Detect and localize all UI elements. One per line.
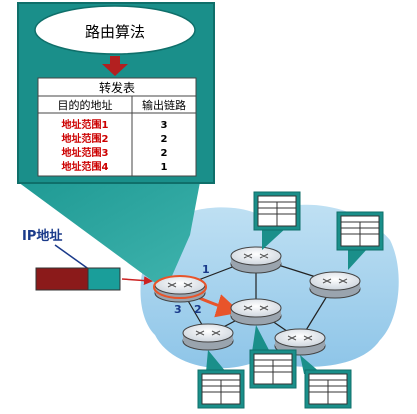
router-icon [230,298,282,326]
routing-algorithm-label: 路由算法 [85,23,145,41]
mini-table-callout [249,325,297,389]
table-row-link: 2 [161,148,168,159]
port-label: 1 [202,263,210,276]
table-callout-cone [18,182,200,285]
port-label: 3 [174,303,182,316]
port-label: 2 [194,303,202,316]
table-row-dest: 地址范围3 [62,146,109,159]
table-row-dest: 地址范围4 [62,160,109,173]
ip-address-label: IP地址 [22,228,62,244]
router-icon [274,328,326,356]
packet-body [87,267,121,291]
router-icon [309,271,361,299]
table-row-link: 3 [161,120,168,131]
mini-table-callout [197,350,245,409]
router-icon [153,275,207,303]
mini-table-callout [336,211,384,270]
ip-label-pointer [54,244,91,271]
forwarding-table-title: 转发表 [99,80,135,95]
packet-header [35,267,89,291]
table-row-link: 1 [161,162,168,173]
mini-table-callout [253,191,301,250]
table-header-destination: 目的的地址 [58,98,113,112]
forwarding-table [37,77,197,177]
table-row-dest: 地址范围2 [62,132,109,145]
table-row-link: 2 [161,134,168,145]
table-row-dest: 地址范围1 [62,118,109,131]
router-icon [230,246,282,274]
packet-arrow [121,276,153,286]
routing-algorithm-bubble [34,5,196,55]
down-arrow-head [102,64,128,76]
router-icon [182,323,234,351]
table-header-link: 输出链路 [142,98,186,112]
mini-table-callout [300,355,352,409]
down-arrow-shaft [110,56,120,66]
